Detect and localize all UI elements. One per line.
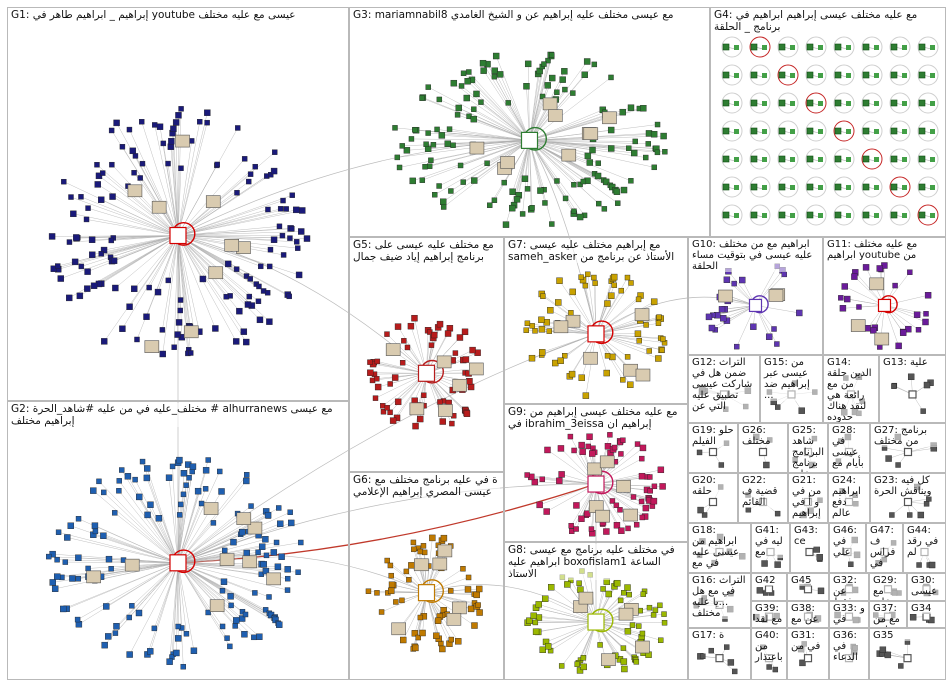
group-panel-g27: G27: برنامج من مختلف — [870, 423, 946, 473]
group-panel-g41: G41: ليه في مع — [751, 523, 790, 573]
group-panel-g14: G14: الدين حلقة من مع رائعة هي لنقد هناك… — [823, 355, 879, 423]
group-panel-g6: G6: ة في عليه برنامج مختلف مع عيسى المصر… — [349, 472, 504, 680]
group-label: G30: عيسى بن مع ماما — [911, 575, 942, 601]
group-label: G2: مختلف_عليه في من عليه #شاهد_الحرة # … — [11, 403, 345, 427]
group-label: G18: ابراهيم من عيسى عليه في مع — [692, 525, 747, 569]
group-label: G9: مع عليه مختلف عيسى إبراهيم من في ibr… — [508, 406, 684, 430]
group-panel-g7: G7: مع إبراهيم مختلف عليه عيسى sameh_ask… — [504, 237, 688, 404]
group-panel-g13: G13: علية — [879, 355, 946, 423]
group-panel-g42: G42 — [751, 573, 787, 601]
group-panel-g3: G3: mariamnabil8 مع عيسى مختلف عليه إبرا… — [349, 7, 710, 237]
group-label: G46: في علي — [833, 525, 862, 558]
group-panel-g17: G17: ة — [688, 628, 751, 680]
group-panel-g32: G32: عن فقط الأستاذ — [829, 573, 869, 601]
group-label: G14: الدين حلقة من مع رائعة هي لنقد هناك… — [827, 357, 875, 423]
group-label: G47: ف فراس في — [870, 525, 899, 569]
group-label: G28: في عيسى بأيام مع — [832, 425, 866, 469]
group-panel-g8: G8: في مختلف عليه برنامج مع عيسى ابراهيم… — [504, 542, 688, 680]
group-panel-g2: G2: مختلف_عليه في من عليه #شاهد_الحرة # … — [7, 401, 349, 680]
group-label: G38: عن مع — [791, 603, 825, 625]
group-label: G21: من في و أ في إبراهيم — [792, 475, 824, 519]
group-panel-g25: G25: شاهد البرنامج برنامج عليه مختلف — [788, 423, 828, 473]
group-panel-g30: G30: عيسى بن مع ماما — [907, 573, 946, 601]
group-panel-g11: G11: مع عليه مختلف ابراهيم youtube من — [823, 237, 946, 355]
group-label: G39: مع لقد — [755, 603, 783, 625]
group-label: G43: ce — [794, 525, 825, 547]
group-panel-g26: G26: مختلف — [738, 423, 788, 473]
group-panel-g19: G19: حلو الفيلم — [688, 423, 738, 473]
group-label: G4: مع عليه مختلف عيسى إبراهيم ابراهيم ف… — [714, 9, 942, 33]
group-panel-g21: G21: من في و أ في إبراهيم — [788, 473, 828, 523]
group-panel-g44: G44: في رقد لم — [903, 523, 946, 573]
group-label: G6: ة في عليه برنامج مختلف مع عيسى المصر… — [353, 474, 500, 498]
group-label: G5: مع مختلف عليه عيسى على برنامج إبراهي… — [353, 239, 500, 263]
group-label: G22: قضية ف القائم — [742, 475, 784, 508]
group-panel-g33: G33: و في محمد — [829, 601, 869, 628]
group-label: G17: ة — [692, 630, 747, 641]
group-panel-g15: G15: من عيسى عبر إبراهيم ضد ... — [760, 355, 823, 423]
group-label: G23: كل فيه ويناقش الحرة — [874, 475, 942, 497]
group-label: G20: حلقه — [692, 475, 734, 497]
group-panel-g29: G29: مع علي — [869, 573, 907, 601]
group-panel-g34: G34 — [907, 601, 946, 628]
group-panel-g46: G46: في علي — [829, 523, 866, 573]
group-panel-g37: G37: مع من ملحد — [869, 601, 907, 628]
group-label: G33: و في محمد — [833, 603, 865, 628]
group-label: G32: عن فقط الأستاذ — [833, 575, 865, 601]
group-label: G12: التراث ضمن هل في شاركت عيسى تطبيق ع… — [692, 357, 756, 412]
group-panel-g18: G18: ابراهيم من عيسى عليه في مع — [688, 523, 751, 573]
group-label: G19: حلو الفيلم — [692, 425, 734, 447]
group-label: G35 — [873, 630, 942, 641]
group-label: G45 — [791, 575, 825, 586]
group-label: G8: في مختلف عليه برنامج مع عيسى ابراهيم… — [508, 544, 684, 580]
group-panel-g38: G38: عن مع — [787, 601, 829, 628]
group-label: G37: مع من ملحد — [873, 603, 903, 628]
group-panel-g47: G47: ف فراس في — [866, 523, 903, 573]
group-panel-g1: G1: إبراهيم _ ابراهيم طاهر في youtube عي… — [7, 7, 349, 401]
group-panel-g31: G31: في من — [787, 628, 829, 680]
group-label: G41: ليه في مع — [755, 525, 786, 558]
group-label: G10: ابراهيم مع من مختلف عليه عيسى في بت… — [692, 239, 819, 272]
group-panel-g20: G20: حلقه — [688, 473, 738, 523]
group-label: G13: علية — [883, 357, 942, 368]
group-panel-g43: G43: ce — [790, 523, 829, 573]
group-label: G7: مع إبراهيم مختلف عليه عيسى sameh_ask… — [508, 239, 684, 263]
group-label: G16: التراث في مع هل ...يا عليه مختلف — [692, 575, 747, 619]
group-label: G40: من باعتذار — [755, 630, 783, 663]
group-label: G15: من عيسى عبر إبراهيم ضد ... — [764, 357, 819, 401]
group-panel-g5: G5: مع مختلف عليه عيسى على برنامج إبراهي… — [349, 237, 504, 472]
group-label: G29: مع علي — [873, 575, 903, 601]
group-panel-g12: G12: التراث ضمن هل في شاركت عيسى تطبيق ع… — [688, 355, 760, 423]
group-label: G1: إبراهيم _ ابراهيم طاهر في youtube عي… — [11, 9, 345, 21]
group-panel-g39: G39: مع لقد — [751, 601, 787, 628]
group-label: G36: في الدعاء — [833, 630, 865, 663]
group-label: G34 — [911, 603, 942, 614]
group-label: G31: في من — [791, 630, 825, 652]
group-panel-g4: G4: مع عليه مختلف عيسى إبراهيم ابراهيم ف… — [710, 7, 946, 237]
group-panel-g35: G35 — [869, 628, 946, 680]
group-panel-g24: G24: ابراهيم دفع عالم — [828, 473, 870, 523]
group-panel-g36: G36: في الدعاء — [829, 628, 869, 680]
group-label: G26: مختلف — [742, 425, 784, 447]
group-panel-g9: G9: مع عليه مختلف عيسى إبراهيم من في ibr… — [504, 404, 688, 542]
group-label: G44: في رقد لم — [907, 525, 942, 558]
group-panel-g23: G23: كل فيه ويناقش الحرة — [870, 473, 946, 523]
group-label: G24: ابراهيم دفع عالم — [832, 475, 866, 519]
group-label: G42 — [755, 575, 783, 586]
group-panel-g40: G40: من باعتذار — [751, 628, 787, 680]
group-panel-g16: G16: التراث في مع هل ...يا عليه مختلف — [688, 573, 751, 628]
group-label: G25: شاهد البرنامج برنامج عليه مختلف — [792, 425, 824, 473]
group-label: G27: برنامج من مختلف — [874, 425, 942, 447]
group-panel-g10: G10: ابراهيم مع من مختلف عليه عيسى في بت… — [688, 237, 823, 355]
group-panel-g45: G45 — [787, 573, 829, 601]
group-panel-g22: G22: قضية ف القائم — [738, 473, 788, 523]
group-panel-g28: G28: في عيسى بأيام مع — [828, 423, 870, 473]
group-label: G11: مع عليه مختلف ابراهيم youtube من — [827, 239, 942, 261]
group-label: G3: mariamnabil8 مع عيسى مختلف عليه إبرا… — [353, 9, 706, 21]
